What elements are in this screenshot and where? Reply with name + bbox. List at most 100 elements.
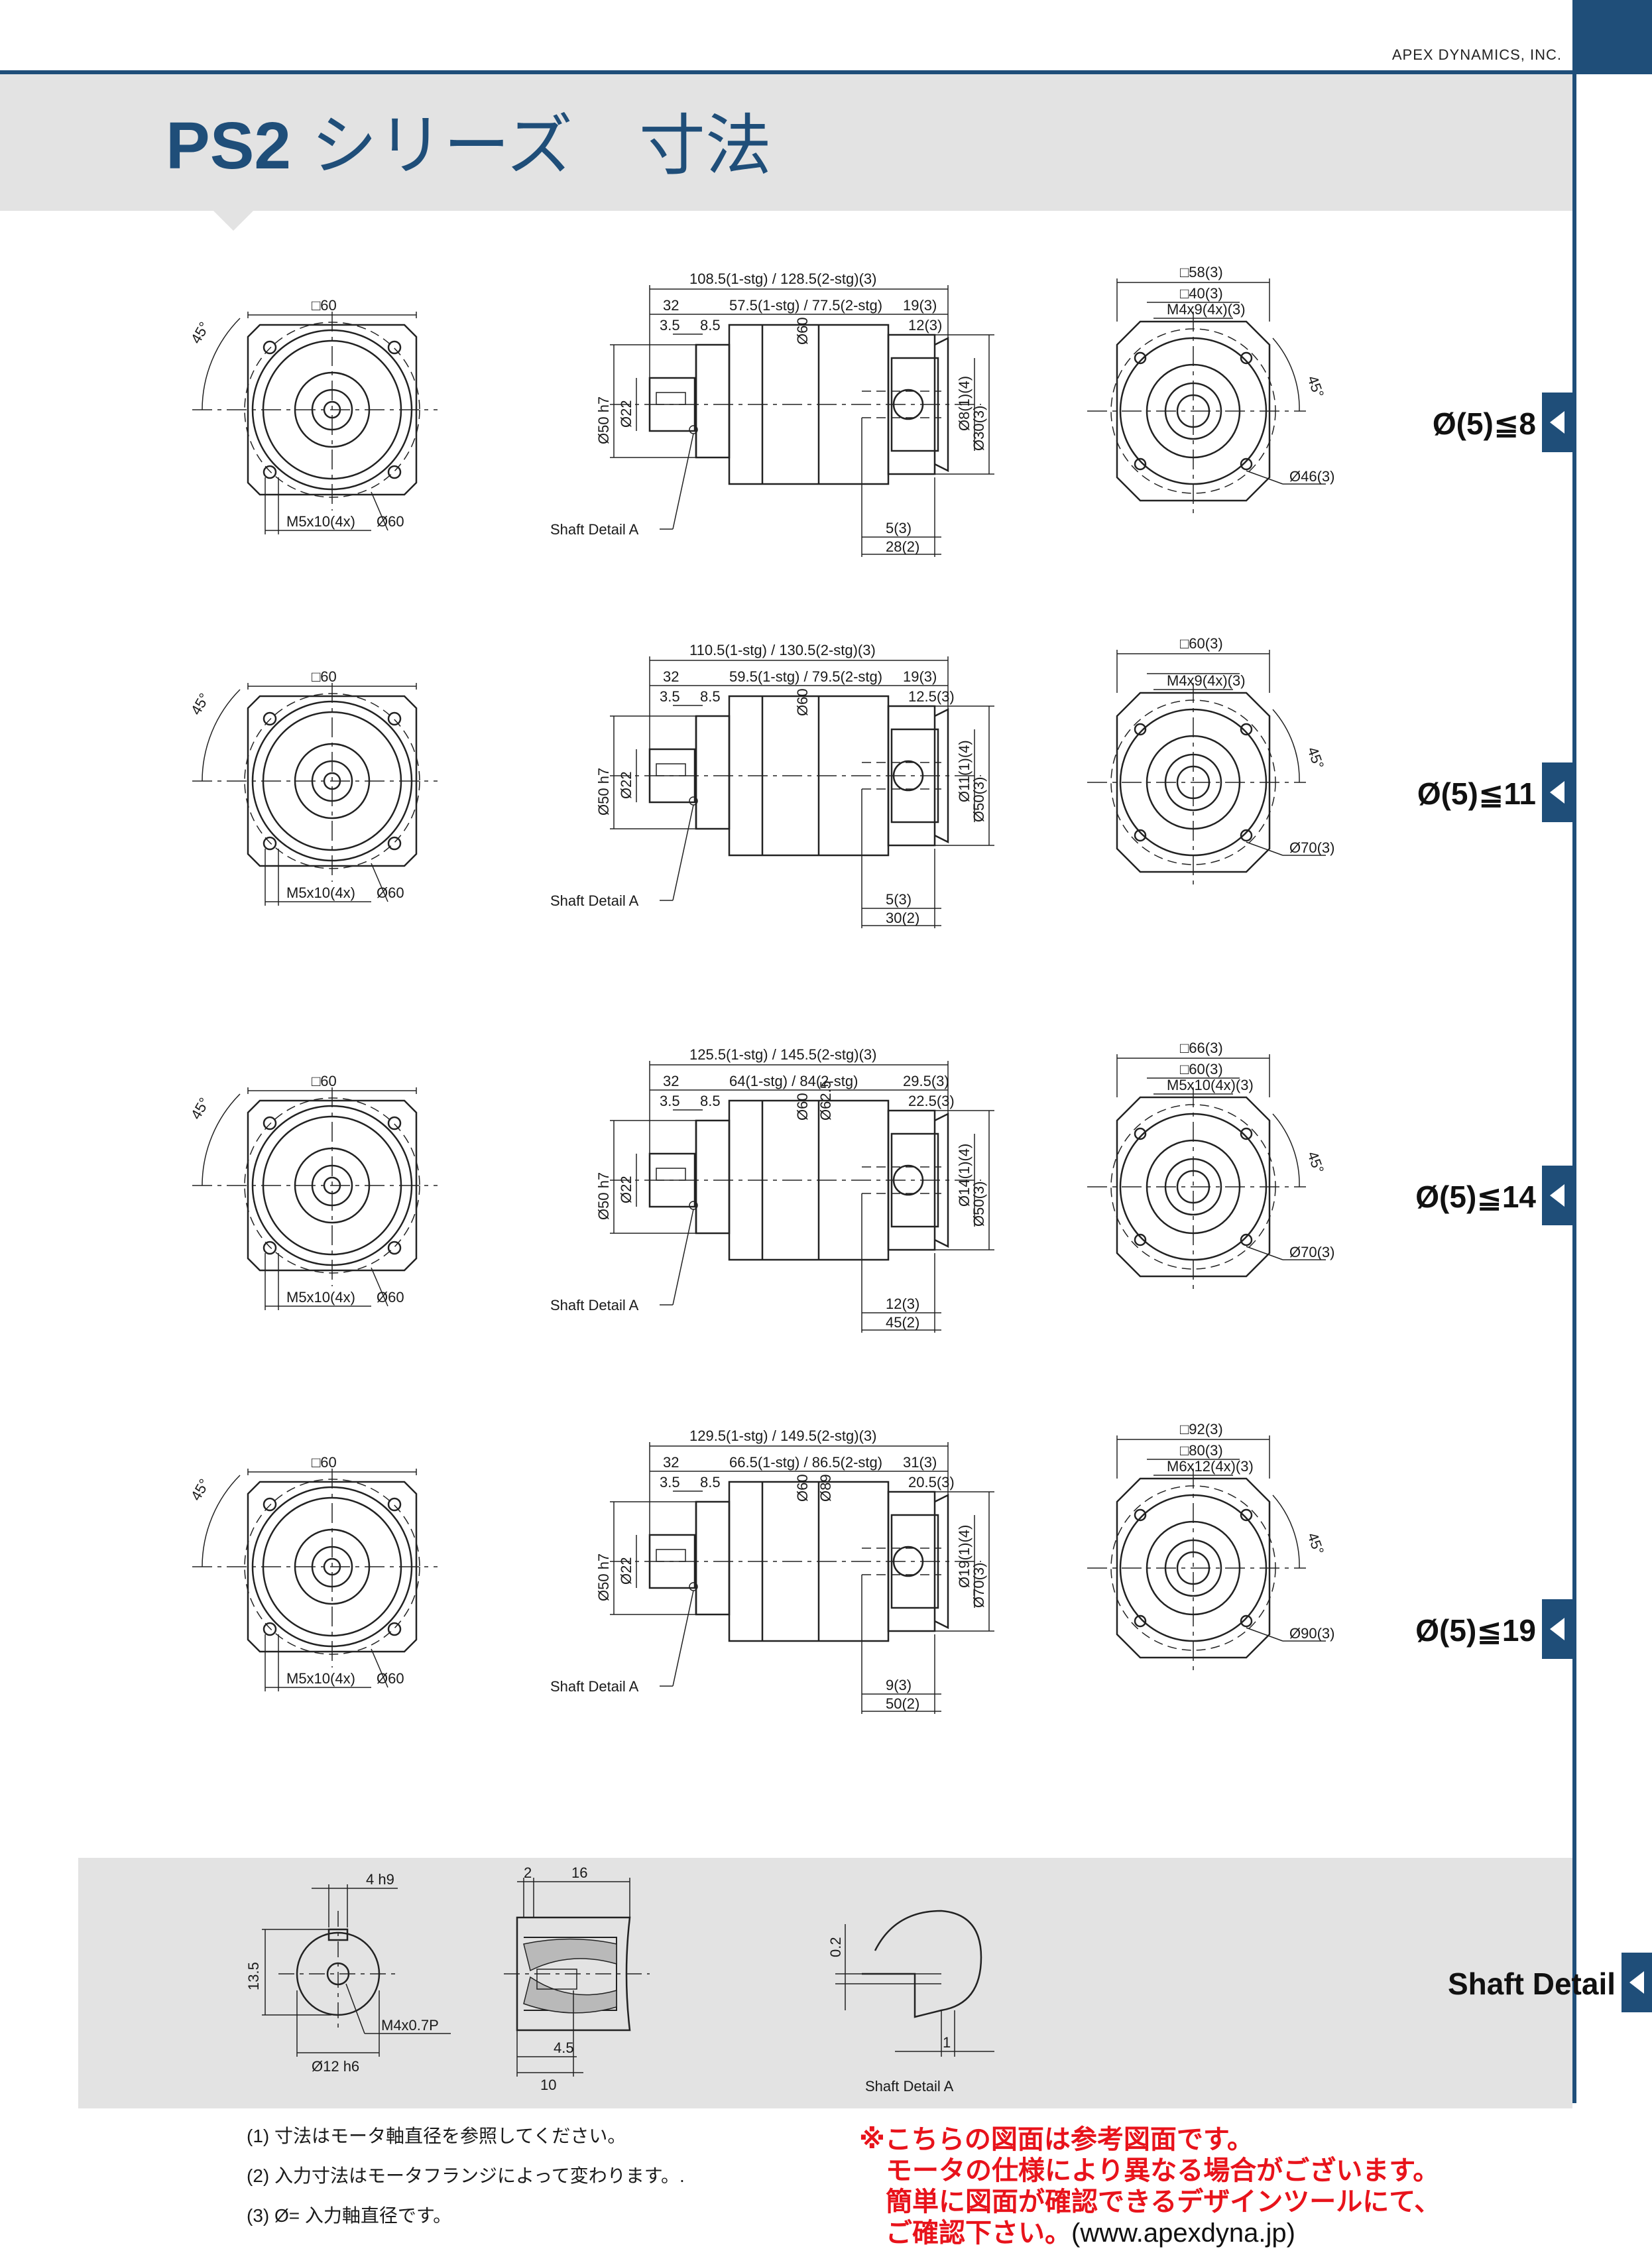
back-tap-dim: M4x9(4x)(3) bbox=[1167, 301, 1246, 318]
side-bore-dia: Ø8(1)(4) bbox=[956, 376, 973, 431]
side-bore-dia: Ø11(1)(4) bbox=[956, 740, 973, 802]
front-bolt-dim: M5x10(4x) bbox=[286, 1289, 355, 1306]
back-pcd-dim: Ø46(3) bbox=[1289, 468, 1334, 485]
side-shaft-dia: Ø22 bbox=[618, 771, 634, 799]
side-pilot-dia: Ø50 h7 bbox=[595, 768, 612, 816]
shaft-detail-callout: Shaft Detail A bbox=[550, 892, 639, 909]
title-band bbox=[0, 74, 1572, 211]
title-model: PS2 bbox=[166, 109, 292, 183]
front-view bbox=[192, 683, 438, 906]
side-right-length: 31(3) bbox=[903, 1454, 937, 1471]
side-total-length: 108.5(1-stg) / 128.5(2-stg)(3) bbox=[689, 271, 876, 287]
shaft-d02: 0.2 bbox=[827, 1937, 844, 1957]
dimension-drawing: □60 M5x10(4x) Ø60 45° 108.5(1-stg) / 128… bbox=[188, 264, 1334, 557]
side-small-length: 20.5(3) bbox=[908, 1474, 955, 1490]
back-square-inner: □80(3) bbox=[1180, 1442, 1223, 1459]
row-tab-arrow[interactable] bbox=[1542, 1599, 1572, 1659]
side-shaft-dia: Ø22 bbox=[618, 1557, 634, 1585]
side-view bbox=[610, 1061, 994, 1333]
front-pcd-dim: Ø60 bbox=[377, 1289, 404, 1306]
back-square-inner: □40(3) bbox=[1180, 285, 1223, 302]
side-right-length: 19(3) bbox=[903, 668, 937, 685]
side-bottom-dim-2: 50(2) bbox=[886, 1695, 919, 1712]
back-pcd-dim: Ø70(3) bbox=[1289, 1244, 1334, 1260]
row-tab-arrow[interactable] bbox=[1542, 393, 1572, 452]
side-mid-length: 64(1-stg) / 84(2-stg) bbox=[729, 1073, 858, 1089]
shaft-diameter: Ø12 h6 bbox=[312, 2058, 359, 2075]
shaft-detail-caption: Shaft Detail A bbox=[865, 2078, 954, 2095]
front-bolt-dim: M5x10(4x) bbox=[286, 1670, 355, 1687]
side-dia60: Ø60 bbox=[794, 1474, 811, 1502]
side-d85: 8.5 bbox=[700, 1474, 721, 1490]
side-total-length: 129.5(1-stg) / 149.5(2-stg)(3) bbox=[689, 1428, 876, 1444]
shaft-range-label: Ø(5)≦14 bbox=[1415, 1180, 1536, 1214]
header-rule bbox=[0, 70, 1572, 74]
shaft-key-width: 4 h9 bbox=[366, 1871, 394, 1888]
front-square-dim: □60 bbox=[312, 297, 337, 314]
front-square-dim: □60 bbox=[312, 1073, 337, 1089]
side-bottom-dim-1: 5(3) bbox=[886, 891, 912, 908]
side-bottom-dim-2: 45(2) bbox=[886, 1314, 919, 1331]
front-view bbox=[192, 1469, 438, 1691]
side-view bbox=[610, 1442, 994, 1714]
row-tab-arrow[interactable] bbox=[1542, 1166, 1572, 1225]
back-square-outer: □60(3) bbox=[1180, 635, 1223, 652]
footnote-3: (3) Ø= 入力軸直径です。 bbox=[247, 2205, 452, 2226]
side-d85: 8.5 bbox=[700, 317, 721, 334]
side-small-length: 12.5(3) bbox=[908, 688, 955, 705]
side-d85: 8.5 bbox=[700, 1093, 721, 1109]
side-view bbox=[610, 656, 994, 928]
dimension-drawing: □60 M5x10(4x) Ø60 45° 110.5(1-stg) / 130… bbox=[188, 635, 1334, 928]
shaft-range-label: Ø(5)≦11 bbox=[1417, 776, 1536, 811]
back-angle-dim: 45° bbox=[1304, 745, 1327, 771]
side-small-length: 22.5(3) bbox=[908, 1093, 955, 1109]
notice-line-2: モータの仕様により異なる場合がございます。 bbox=[859, 2156, 1440, 2185]
side-d85: 8.5 bbox=[700, 688, 721, 705]
side-total-length: 125.5(1-stg) / 145.5(2-stg)(3) bbox=[689, 1046, 876, 1063]
front-angle-dim: 45° bbox=[188, 1476, 213, 1503]
side-dia60: Ø60 bbox=[794, 1093, 811, 1121]
side-pilot-out-dia: Ø30(3) bbox=[971, 406, 987, 451]
side-bottom-dim-2: 28(2) bbox=[886, 538, 919, 555]
side-d32: 32 bbox=[663, 1454, 679, 1471]
back-angle-dim: 45° bbox=[1304, 1530, 1327, 1557]
shaft-thread: M4x0.7P bbox=[381, 2017, 439, 2034]
shaft-d2: 2 bbox=[524, 1864, 532, 1881]
side-shaft-dia: Ø22 bbox=[618, 1176, 634, 1203]
shaft-d16: 16 bbox=[571, 1864, 587, 1881]
front-pcd-dim: Ø60 bbox=[377, 513, 404, 530]
front-view bbox=[192, 1087, 438, 1310]
dimension-drawing: □60 M5x10(4x) Ø60 45° 125.5(1-stg) / 145… bbox=[188, 1040, 1334, 1333]
front-angle-dim: 45° bbox=[188, 690, 213, 717]
header-corner-block bbox=[1572, 0, 1652, 74]
shaft-detail-tab-arrow[interactable] bbox=[1622, 1953, 1652, 2012]
side-total-length: 110.5(1-stg) / 130.5(2-stg)(3) bbox=[689, 642, 876, 658]
shaft-range-label: Ø(5)≦8 bbox=[1432, 406, 1536, 441]
row-tab-arrow[interactable] bbox=[1542, 762, 1572, 822]
title-notch bbox=[213, 211, 253, 231]
side-view bbox=[610, 285, 994, 557]
side-dia60: Ø60 bbox=[794, 688, 811, 716]
front-angle-dim: 45° bbox=[188, 1095, 213, 1122]
front-bolt-dim: M5x10(4x) bbox=[286, 513, 355, 530]
back-pcd-dim: Ø70(3) bbox=[1289, 839, 1334, 856]
website-link[interactable]: (www.apexdyna.jp) bbox=[1071, 2219, 1295, 2248]
shaft-detail-callout: Shaft Detail A bbox=[550, 1297, 639, 1313]
page-title: PS2 シリーズ 寸法 bbox=[166, 106, 772, 186]
side-bottom-dim-1: 9(3) bbox=[886, 1677, 912, 1693]
back-square-outer: □92(3) bbox=[1180, 1421, 1223, 1437]
back-view bbox=[1087, 650, 1326, 888]
shaft-key-height: 13.5 bbox=[245, 1962, 262, 1990]
footnote-2: (2) 入力寸法はモータフランジによって変わります。. bbox=[247, 2165, 685, 2186]
title-subtitle: シリーズ 寸法 bbox=[311, 109, 772, 183]
side-d32: 32 bbox=[663, 297, 679, 314]
side-bottom-dim-1: 12(3) bbox=[886, 1296, 919, 1312]
back-view bbox=[1087, 1435, 1326, 1674]
reference-notice: ※こちらの図面は参考図面です。 モータの仕様により異なる場合がございます。 簡単… bbox=[859, 2124, 1441, 2249]
front-view bbox=[192, 312, 438, 534]
notice-line-1: ※こちらの図面は参考図面です。 bbox=[859, 2125, 1254, 2154]
front-square-dim: □60 bbox=[312, 1454, 337, 1471]
notice-line-4: ご確認下さい。(www.apexdyna.jp) bbox=[859, 2218, 1441, 2249]
back-square-outer: □58(3) bbox=[1180, 264, 1223, 280]
notice-last-prefix: ご確認下さい。 bbox=[859, 2219, 1071, 2248]
